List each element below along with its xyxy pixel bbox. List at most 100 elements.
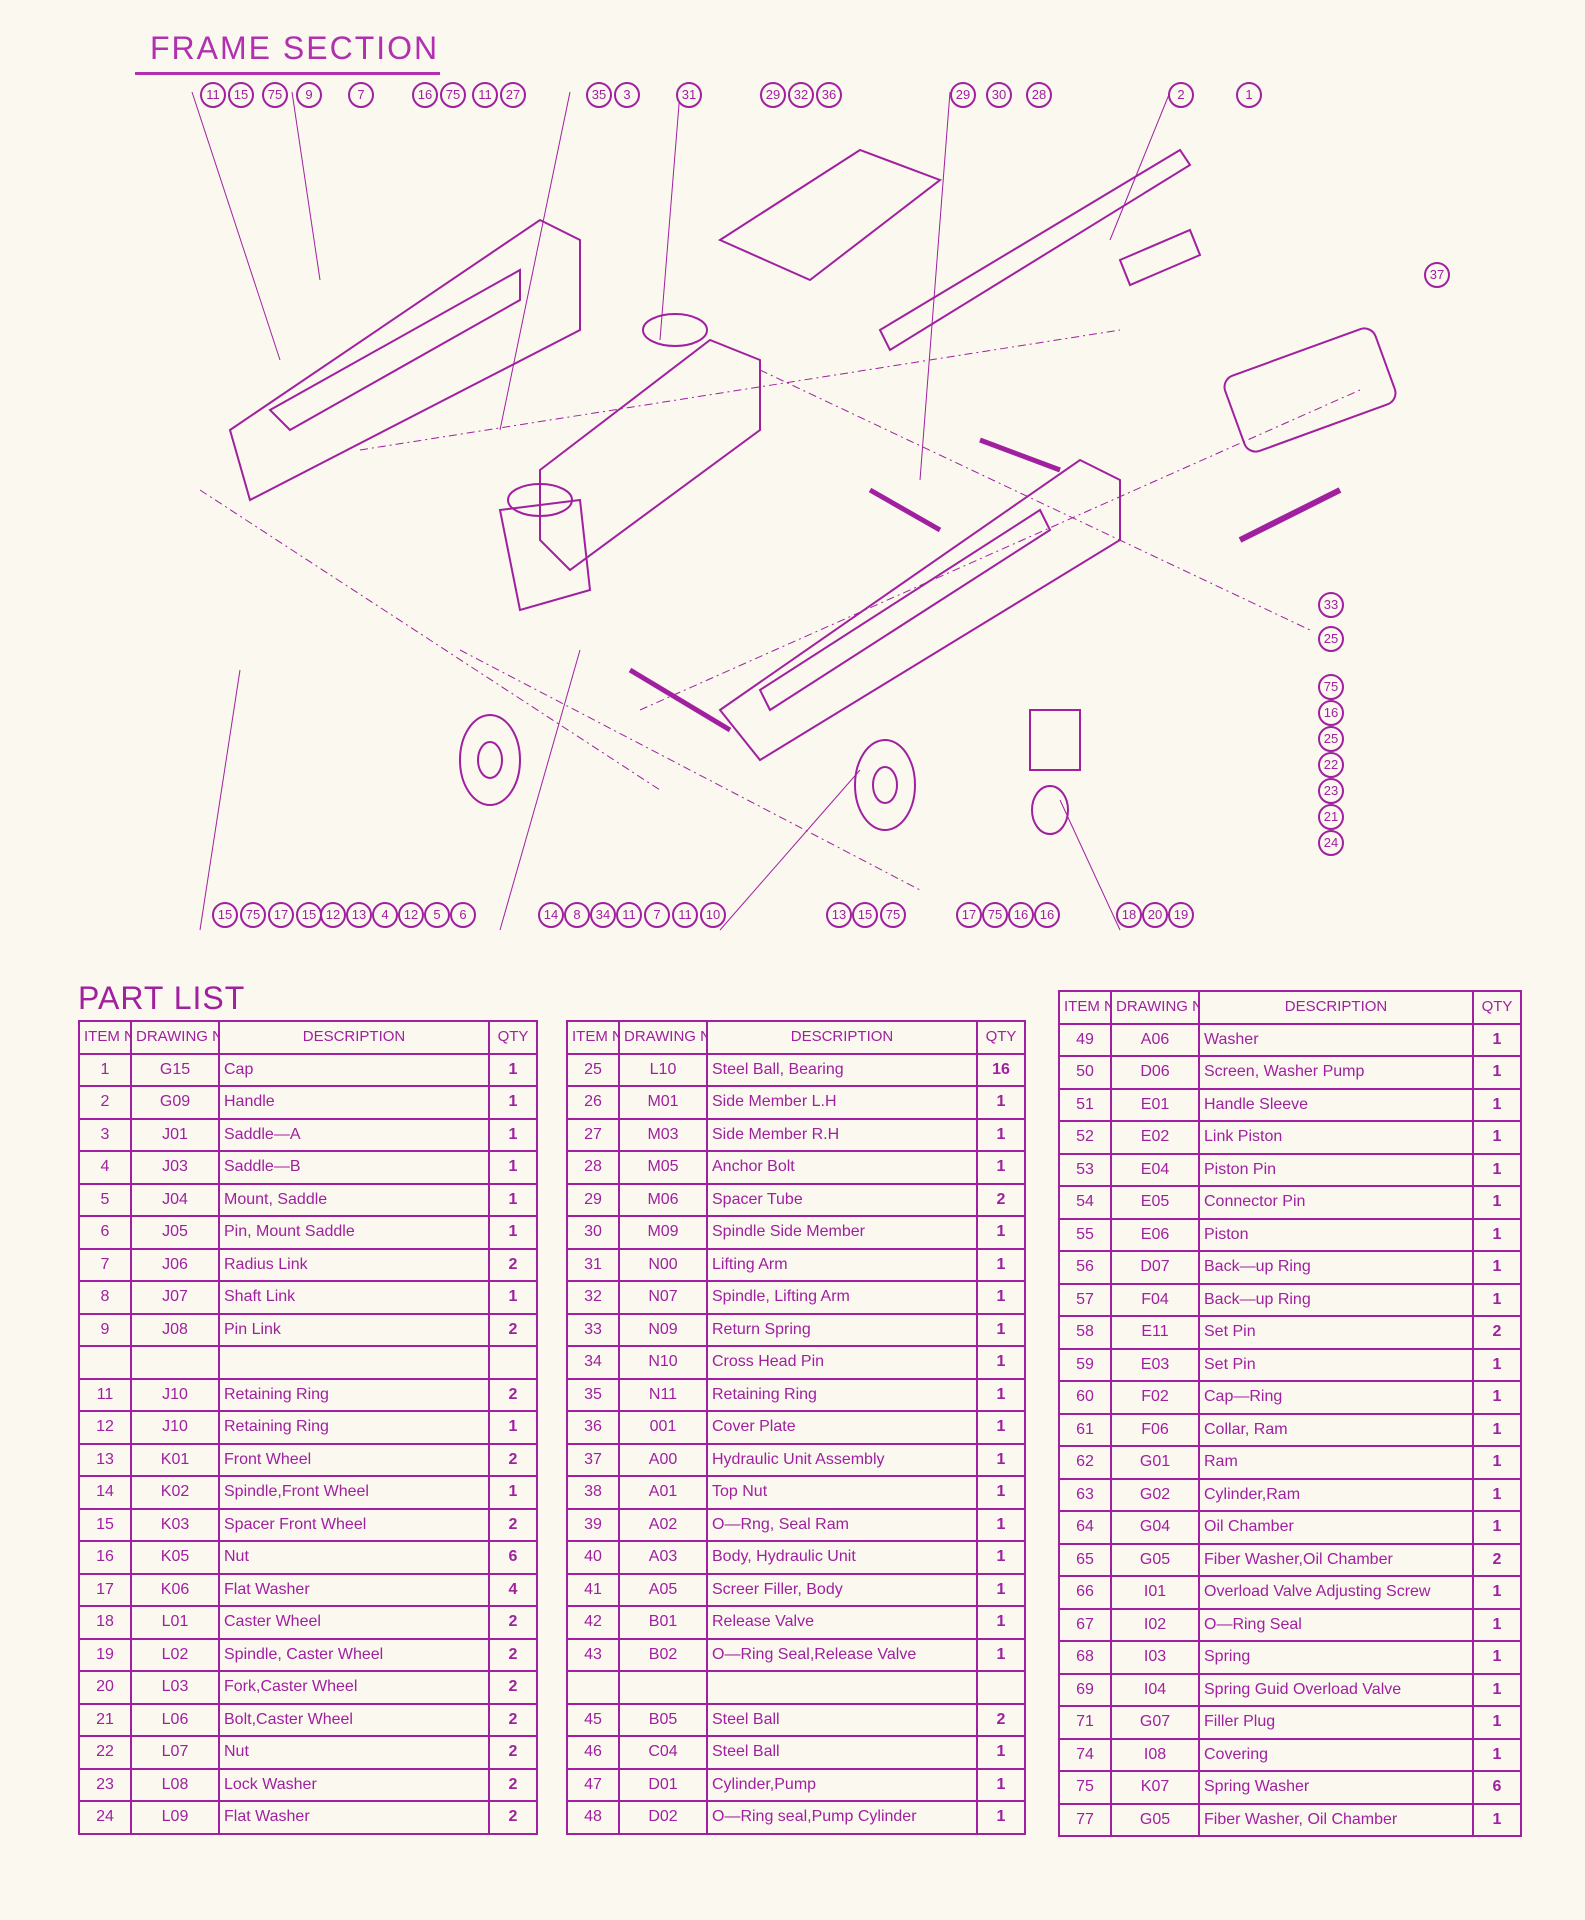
item-no-cell: 33 bbox=[566, 1312, 620, 1347]
drawing-number-cell: D07 bbox=[1110, 1250, 1200, 1285]
description-cell: Retaining Ring bbox=[218, 1410, 490, 1445]
qty-cell: 1 bbox=[488, 1475, 538, 1510]
callout: 1 bbox=[1236, 82, 1262, 108]
qty-cell: 2 bbox=[488, 1442, 538, 1477]
qty-cell: 1 bbox=[488, 1085, 538, 1120]
description-cell: Fiber Washer, Oil Chamber bbox=[1198, 1802, 1474, 1837]
description-cell: O—Ring seal,Pump Cylinder bbox=[706, 1800, 978, 1835]
handle bbox=[878, 148, 1192, 352]
item-no-cell bbox=[78, 1345, 132, 1380]
callout: 14 bbox=[538, 902, 564, 928]
item-no-header: ITEM NO. bbox=[1058, 990, 1112, 1025]
drawing-number-cell: K01 bbox=[130, 1442, 220, 1477]
drawing-number-cell: N11 bbox=[618, 1377, 708, 1412]
item-no-cell: 75 bbox=[1058, 1770, 1112, 1805]
item-no-cell: 8 bbox=[78, 1280, 132, 1315]
qty-cell: 4 bbox=[488, 1572, 538, 1607]
callout: 3 bbox=[614, 82, 640, 108]
item-no-cell: 23 bbox=[78, 1767, 132, 1802]
qty-cell: 1 bbox=[1472, 1445, 1522, 1480]
table-row bbox=[566, 1670, 1026, 1705]
item-no-cell: 31 bbox=[566, 1247, 620, 1282]
callout: 20 bbox=[1142, 902, 1168, 928]
drawing-number-cell: A03 bbox=[618, 1540, 708, 1575]
qty-cell: 1 bbox=[1472, 1380, 1522, 1415]
item-no-cell: 29 bbox=[566, 1182, 620, 1217]
item-no-cell: 59 bbox=[1058, 1347, 1112, 1382]
item-no-cell: 21 bbox=[78, 1702, 132, 1737]
qty-cell: 1 bbox=[1472, 1282, 1522, 1317]
item-no-cell: 28 bbox=[566, 1150, 620, 1185]
callout: 31 bbox=[676, 82, 702, 108]
item-no-cell: 3 bbox=[78, 1117, 132, 1152]
qty-cell: 2 bbox=[488, 1507, 538, 1542]
drawing-number-cell: G01 bbox=[1110, 1445, 1200, 1480]
item-no-cell: 42 bbox=[566, 1605, 620, 1640]
callout: 17 bbox=[956, 902, 982, 928]
callout: 27 bbox=[500, 82, 526, 108]
parts-table-3: ITEM NO. DRAWING NUMBER DESCRIPTION QTY … bbox=[1058, 990, 1522, 1837]
drawing-number-cell: L06 bbox=[130, 1702, 220, 1737]
qty-cell: 2 bbox=[488, 1735, 538, 1770]
drawing-number-cell: E05 bbox=[1110, 1185, 1200, 1220]
description-header: DESCRIPTION bbox=[1198, 990, 1474, 1025]
description-cell: Set Pin bbox=[1198, 1315, 1474, 1350]
item-no-cell: 51 bbox=[1058, 1087, 1112, 1122]
description-cell: Anchor Bolt bbox=[706, 1150, 978, 1185]
qty-cell: 1 bbox=[976, 1507, 1026, 1542]
callout: 11 bbox=[472, 82, 498, 108]
item-no-cell: 53 bbox=[1058, 1152, 1112, 1187]
description-cell: Cap bbox=[218, 1052, 490, 1087]
parts-table-2: ITEM NO. DRAWING NUMBER DESCRIPTION QTY … bbox=[566, 1020, 1026, 1835]
qty-cell: 1 bbox=[1472, 1022, 1522, 1057]
item-no-header: ITEM NO. bbox=[566, 1020, 620, 1055]
qty-cell: 2 bbox=[1472, 1315, 1522, 1350]
qty-cell: 1 bbox=[1472, 1347, 1522, 1382]
description-cell: Handle Sleeve bbox=[1198, 1087, 1474, 1122]
drawing-number-cell bbox=[618, 1670, 708, 1705]
item-no-cell: 16 bbox=[78, 1540, 132, 1575]
description-cell bbox=[706, 1670, 978, 1705]
item-no-cell: 37 bbox=[566, 1442, 620, 1477]
qty-cell bbox=[488, 1345, 538, 1380]
callout: 75 bbox=[240, 902, 266, 928]
description-cell: Hydraulic Unit Assembly bbox=[706, 1442, 978, 1477]
qty-cell: 2 bbox=[488, 1800, 538, 1835]
item-no-cell: 47 bbox=[566, 1767, 620, 1802]
item-no-cell: 32 bbox=[566, 1280, 620, 1315]
callout: 23 bbox=[1318, 778, 1344, 804]
description-cell: Spacer Tube bbox=[706, 1182, 978, 1217]
drawing-number-cell: E03 bbox=[1110, 1347, 1200, 1382]
callout: 15 bbox=[228, 82, 254, 108]
qty-header: QTY bbox=[1472, 990, 1522, 1025]
description-cell: Screen, Washer Pump bbox=[1198, 1055, 1474, 1090]
item-no-cell: 60 bbox=[1058, 1380, 1112, 1415]
item-no-cell: 71 bbox=[1058, 1705, 1112, 1740]
description-cell: Steel Ball bbox=[706, 1735, 978, 1770]
qty-cell: 2 bbox=[488, 1605, 538, 1640]
description-cell: Handle bbox=[218, 1085, 490, 1120]
qty-cell: 1 bbox=[976, 1540, 1026, 1575]
description-cell: Side Member R.H bbox=[706, 1117, 978, 1152]
item-no-cell: 65 bbox=[1058, 1542, 1112, 1577]
callout: 22 bbox=[1318, 752, 1344, 778]
item-no-header: ITEM NO. bbox=[78, 1020, 132, 1055]
saddle bbox=[642, 313, 708, 347]
drawing-number-cell: J10 bbox=[130, 1410, 220, 1445]
